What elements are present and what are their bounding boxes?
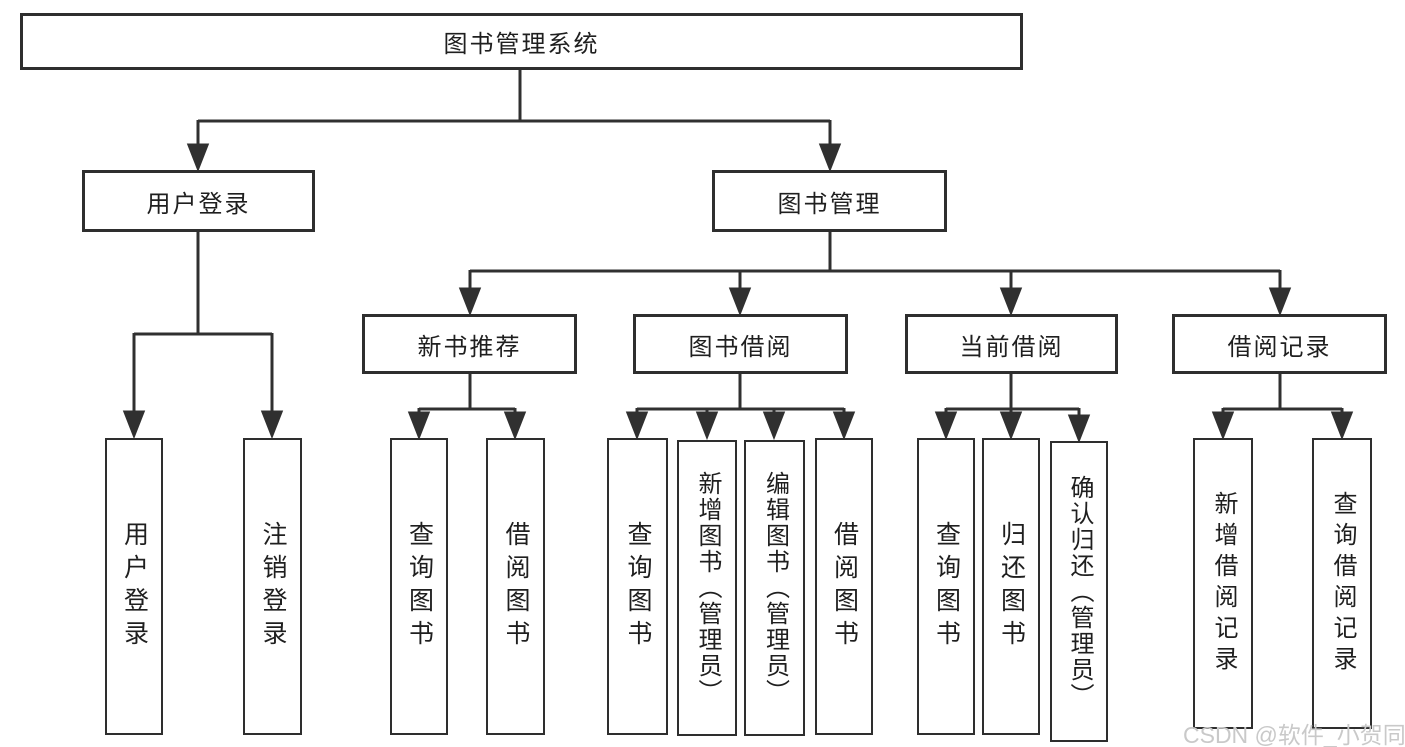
leaf-add-book-admin-label: 新增图书（管理员）: [694, 471, 721, 705]
leaf-logout-label: 注销登录: [259, 520, 287, 653]
leaf-confirm-return-admin: 确认归还（管理员）: [1050, 441, 1108, 742]
leaf-query-book-current-label: 查询图书: [932, 520, 961, 653]
node-book-mgmt-label: 图书管理: [777, 190, 882, 218]
node-new-book-rec-label: 新书推荐: [417, 333, 522, 361]
leaf-query-book-rec-label: 查询图书: [405, 520, 434, 653]
leaf-user-login: 用户登录: [105, 438, 163, 735]
node-user-login: 用户登录: [82, 170, 315, 232]
node-new-book-rec: 新书推荐: [362, 314, 577, 374]
leaf-query-borrow-record: 查询借阅记录: [1312, 438, 1372, 729]
leaf-query-book-borrow-label: 查询图书: [624, 520, 652, 653]
node-user-login-label: 用户登录: [146, 190, 251, 218]
leaf-edit-book-admin: 编辑图书（管理员）: [744, 440, 805, 736]
leaf-add-borrow-record: 新增借阅记录: [1193, 438, 1253, 729]
leaf-borrow-book-borrow-label: 借阅图书: [830, 520, 859, 653]
leaf-query-book-rec: 查询图书: [390, 438, 448, 735]
leaf-borrow-book-rec-label: 借阅图书: [502, 520, 530, 653]
leaf-user-login-label: 用户登录: [120, 520, 149, 653]
node-borrow-record-label: 借阅记录: [1227, 333, 1332, 361]
node-book-borrow: 图书借阅: [633, 314, 848, 374]
node-borrow-record: 借阅记录: [1172, 314, 1387, 374]
leaf-return-book-label: 归还图书: [997, 520, 1026, 653]
leaf-logout: 注销登录: [243, 438, 302, 735]
leaf-query-book-current: 查询图书: [917, 438, 975, 735]
leaf-borrow-book-rec: 借阅图书: [486, 438, 545, 735]
node-current-borrow-label: 当前借阅: [959, 333, 1064, 361]
node-root: 图书管理系统: [20, 13, 1023, 70]
leaf-edit-book-admin-label: 编辑图书（管理员）: [761, 471, 789, 705]
leaf-return-book: 归还图书: [982, 438, 1040, 735]
node-book-mgmt: 图书管理: [712, 170, 947, 232]
leaf-add-borrow-record-label: 新增借阅记录: [1210, 490, 1237, 677]
node-current-borrow: 当前借阅: [905, 314, 1118, 374]
leaf-add-book-admin: 新增图书（管理员）: [677, 440, 737, 736]
watermark: CSDN @软件_小贺同学: [1183, 722, 1405, 747]
node-root-label: 图书管理系统: [443, 31, 600, 58]
leaf-confirm-return-admin-label: 确认归还（管理员）: [1066, 474, 1093, 709]
leaf-borrow-book-borrow: 借阅图书: [815, 438, 873, 735]
leaf-query-borrow-record-label: 查询借阅记录: [1329, 490, 1356, 677]
node-book-borrow-label: 图书借阅: [688, 333, 793, 361]
leaf-query-book-borrow: 查询图书: [607, 438, 668, 735]
